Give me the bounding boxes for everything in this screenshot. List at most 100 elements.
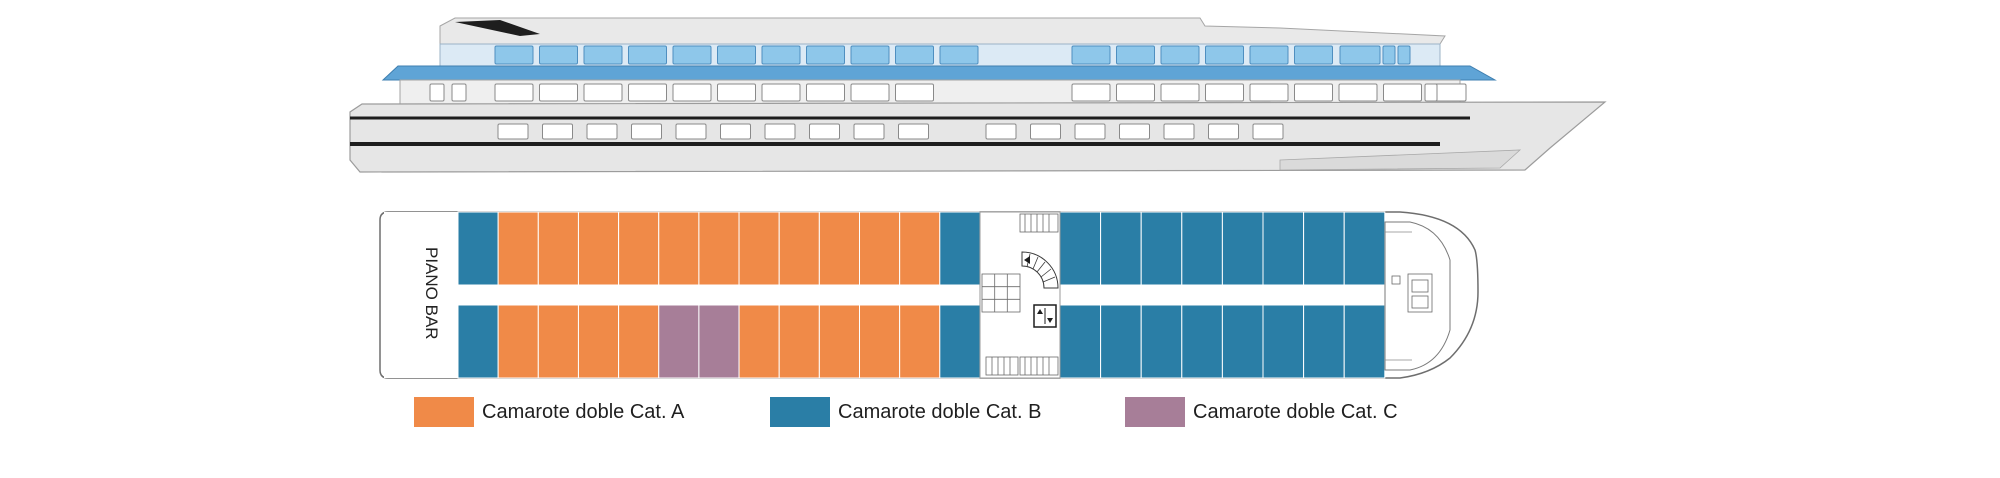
aft-bottom-cabin-cat-a <box>859 304 901 379</box>
middle-deck-window <box>761 83 801 102</box>
upper-deck-window <box>672 45 712 65</box>
hull-window <box>1163 123 1195 140</box>
deck-plan: PIANO BAR <box>379 211 1479 379</box>
aft-bottom-cabin-cat-b <box>457 304 499 379</box>
hull-window <box>542 123 573 140</box>
ship-side-profile <box>349 17 1607 173</box>
upper-deck-window <box>1339 45 1381 65</box>
aft-bottom-cabin-cat-a <box>497 304 539 379</box>
upper-deck-window <box>850 45 890 65</box>
aft-corridor <box>458 285 980 305</box>
aft-top-cabin-cat-a <box>698 211 740 286</box>
central-lobby <box>979 211 1061 379</box>
upper-deck-window <box>1205 45 1244 65</box>
bow-area <box>1384 221 1451 371</box>
fore-top-cabin-cat-b <box>1181 211 1223 286</box>
middle-deck-window <box>494 83 534 102</box>
aft-top-cabin-cat-a <box>899 211 941 286</box>
aft-top-cabin-cat-a <box>577 211 620 286</box>
legend-swatch-cat-b <box>770 397 830 427</box>
upper-deck-window <box>939 45 979 65</box>
hull-window <box>720 123 751 140</box>
hull-window <box>1030 123 1061 140</box>
aft-top-cabin-cat-a <box>537 211 579 286</box>
fore-bottom-cabin-cat-b <box>1059 304 1102 379</box>
aft-top-cabin-cat-a <box>778 211 820 286</box>
middle-deck-window <box>1249 83 1289 102</box>
aft-top-cabin-cat-a <box>859 211 901 286</box>
fore-top-cabin-cat-b <box>1140 211 1183 286</box>
upper-deck-window <box>1249 45 1289 65</box>
middle-deck-window <box>1294 83 1333 102</box>
middle-deck-window <box>628 83 667 102</box>
fore-bottom-cabin-cat-b <box>1140 304 1183 379</box>
piano-bar-label: PIANO BAR <box>422 247 441 340</box>
upper-deck-window <box>761 45 801 65</box>
legend-label-cat-c: Camarote doble Cat. C <box>1193 400 1398 423</box>
hull-window <box>1208 123 1239 140</box>
fore-bottom-cabin-cat-b <box>1262 304 1305 379</box>
stair-bottom-left <box>985 356 1019 376</box>
fore-top-cabin-cat-b <box>1059 211 1102 286</box>
elevator-icon <box>1033 304 1057 328</box>
aft-bottom-cabin-cat-a <box>818 304 860 379</box>
hull-window <box>898 123 929 140</box>
hull-window <box>1074 123 1106 140</box>
upper-deck-window <box>717 45 756 65</box>
aft-bottom-cabin-cat-a <box>738 304 780 379</box>
fore-bottom-cabin-cat-b <box>1343 304 1386 379</box>
middle-deck-window <box>1383 83 1422 102</box>
upper-deck-window <box>1071 45 1111 65</box>
middle-deck-window <box>672 83 712 102</box>
hull-window <box>809 123 840 140</box>
hull-window <box>1252 123 1284 140</box>
legend-item-cat-c: Camarote doble Cat. C <box>1125 397 1398 427</box>
legend-item-cat-a: Camarote doble Cat. A <box>414 397 684 427</box>
aft-top-cabin-cat-a <box>818 211 860 286</box>
middle-deck-window <box>583 83 623 102</box>
upper-deck-window <box>539 45 578 65</box>
piano-bar-area <box>384 212 458 378</box>
fore-bottom-cabin-cat-b <box>1221 304 1264 379</box>
hull-window <box>586 123 618 140</box>
aft-top-cabin-cat-a <box>738 211 780 286</box>
middle-deck-window <box>1071 83 1111 102</box>
spiral-staircase <box>1021 251 1059 289</box>
hull-window <box>1119 123 1150 140</box>
aft-bottom-cabin-cat-a <box>537 304 579 379</box>
middle-deck-window <box>451 83 467 102</box>
hull-window <box>675 123 707 140</box>
fore-top-cabin-cat-b <box>1343 211 1386 286</box>
middle-deck-window <box>806 83 845 102</box>
upper-deck-window <box>494 45 534 65</box>
upper-deck-window <box>1160 45 1200 65</box>
aft-bottom-cabin-cat-c <box>698 304 740 379</box>
aft-bottom-cabin-cat-a <box>899 304 941 379</box>
middle-deck-window <box>850 83 890 102</box>
hull-window <box>853 123 885 140</box>
upper-deck-window <box>583 45 623 65</box>
fore-corridor <box>1060 285 1385 305</box>
legend-label-cat-b: Camarote doble Cat. B <box>838 400 1042 423</box>
fore-bottom-cabin-cat-b <box>1181 304 1223 379</box>
upper-deck-window <box>1294 45 1333 65</box>
aft-top-cabin-cat-a <box>497 211 539 286</box>
legend-item-cat-b: Camarote doble Cat. B <box>770 397 1041 427</box>
fore-top-cabin-cat-b <box>1303 211 1345 286</box>
hull-window <box>631 123 662 140</box>
fore-top-cabin-cat-b <box>1100 211 1142 286</box>
aft-bottom-cabin-cat-b <box>939 304 981 379</box>
middle-deck-window <box>1160 83 1200 102</box>
upper-deck-window <box>1382 45 1396 65</box>
aft-bottom-cabin-cat-a <box>577 304 620 379</box>
hull-window <box>497 123 529 140</box>
fore-bottom-cabin-cat-b <box>1303 304 1345 379</box>
fore-bottom-cabin-cat-b <box>1100 304 1142 379</box>
middle-deck-window <box>717 83 756 102</box>
legend-swatch-cat-c <box>1125 397 1185 427</box>
fore-top-cabin-cat-b <box>1262 211 1305 286</box>
sun-deck-roof <box>439 17 1446 45</box>
hull-window <box>764 123 796 140</box>
fore-top-cabin-cat-b <box>1221 211 1264 286</box>
